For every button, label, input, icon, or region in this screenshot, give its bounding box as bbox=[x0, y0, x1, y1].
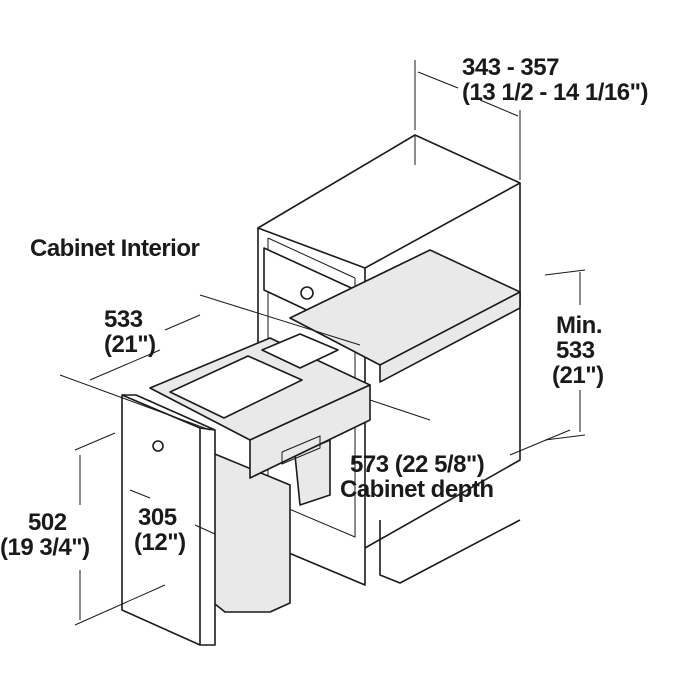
min-height-prefix: Min. bbox=[556, 312, 603, 339]
cabinet-depth-caption: Cabinet depth bbox=[340, 476, 494, 503]
cabinet-width-inch: (13 1/2 - 14 1/16") bbox=[462, 79, 649, 106]
front-width-inch: (12") bbox=[134, 529, 186, 556]
pullout-bin bbox=[121, 333, 371, 646]
cabinet-width-mm: 343 - 357 bbox=[462, 54, 559, 81]
bin-handle-icon bbox=[152, 440, 164, 452]
cabinet-depth-value: 573 (22 5/8") bbox=[350, 451, 485, 478]
front-width-mm: 305 bbox=[138, 504, 177, 531]
interior-depth-mm: 533 bbox=[104, 306, 143, 333]
front-height-inch: (19 3/4") bbox=[0, 534, 90, 561]
dimension-lines bbox=[59, 60, 586, 626]
min-height-mm: 533 bbox=[556, 337, 595, 364]
diagram-title: Cabinet Interior bbox=[30, 235, 200, 262]
min-height-inch: (21") bbox=[552, 362, 604, 389]
interior-depth-inch: (21") bbox=[104, 331, 156, 358]
drawer-knob-icon bbox=[300, 286, 314, 300]
front-height-mm: 502 bbox=[28, 509, 67, 536]
